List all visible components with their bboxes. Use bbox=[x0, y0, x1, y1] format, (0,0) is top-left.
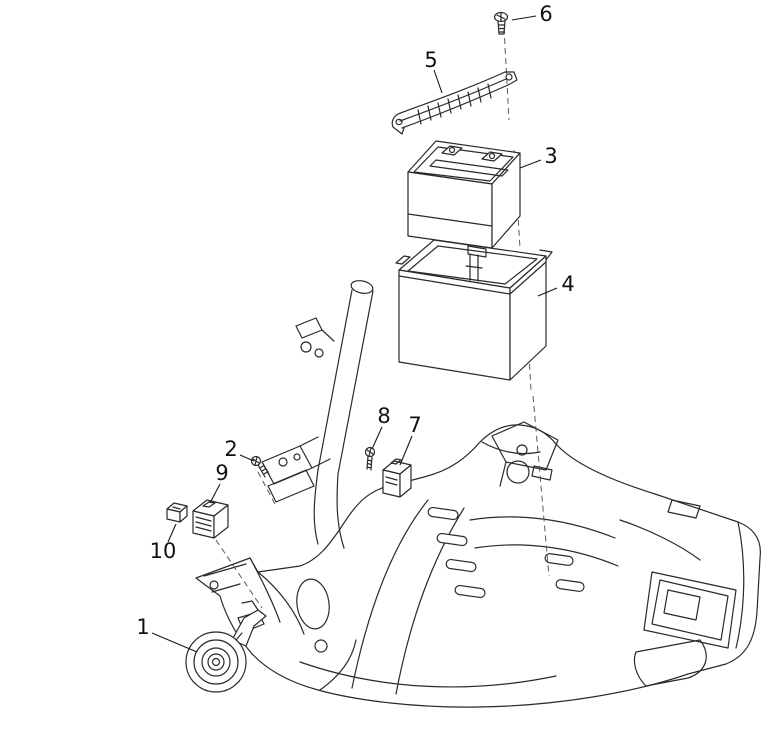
scooter-frame-drawing bbox=[195, 280, 761, 708]
callout-8: 8 bbox=[377, 404, 390, 428]
battery-tray-drawing bbox=[395, 239, 553, 381]
steering-tube-drawing bbox=[295, 280, 374, 549]
screw-6-drawing bbox=[493, 11, 509, 35]
callout-1: 1 bbox=[136, 615, 149, 639]
callout-3: 3 bbox=[544, 144, 557, 168]
callout-7: 7 bbox=[408, 413, 421, 437]
relay-9-drawing bbox=[192, 499, 229, 539]
callout-4: 4 bbox=[561, 272, 574, 296]
relay-7-drawing bbox=[382, 458, 412, 498]
callout-5: 5 bbox=[424, 48, 437, 72]
fuse-10-drawing bbox=[166, 502, 188, 523]
callout-leader-lines bbox=[151, 15, 558, 653]
screw-2-drawing bbox=[250, 455, 270, 478]
screw-8-drawing bbox=[364, 446, 376, 471]
callout-2: 2 bbox=[224, 437, 237, 461]
frame-hull-drawing bbox=[195, 421, 761, 708]
callout-10: 10 bbox=[150, 539, 177, 563]
mounting-bracket-drawing bbox=[261, 436, 331, 503]
callout-labels: 1 2 3 4 5 6 7 8 9 10 bbox=[136, 2, 574, 639]
battery-drawing bbox=[407, 140, 521, 249]
callout-6: 6 bbox=[539, 2, 552, 26]
battery-strap-drawing bbox=[391, 71, 518, 135]
horn-drawing bbox=[185, 600, 267, 693]
callout-9: 9 bbox=[215, 461, 228, 485]
